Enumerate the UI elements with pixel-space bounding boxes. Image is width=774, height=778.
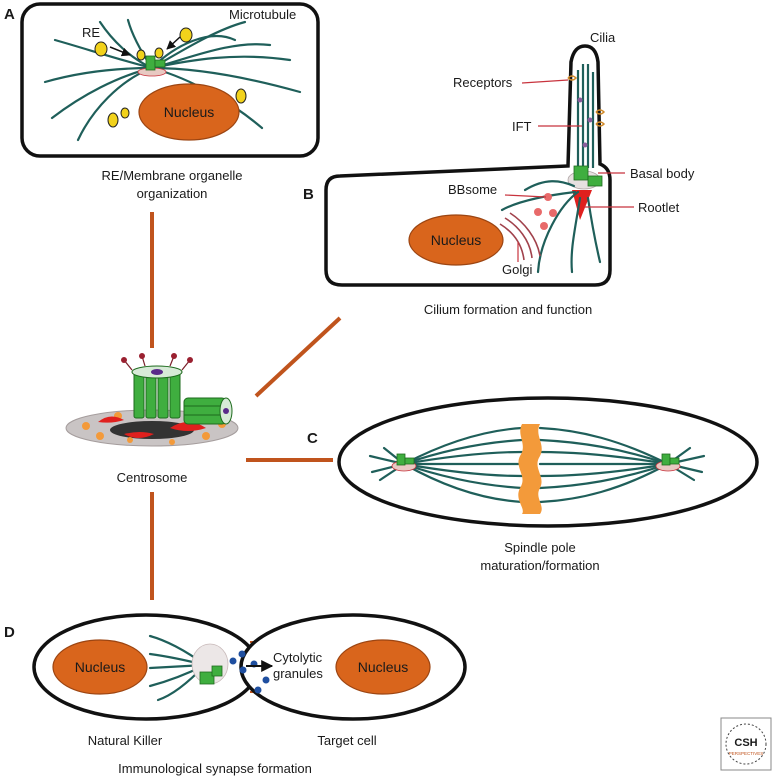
csh-perspectives-logo: CSH PERSPECTIVES	[720, 717, 772, 771]
logo-subtext: PERSPECTIVES	[729, 751, 764, 756]
panel-a-caption-line1: RE/Membrane organelle	[102, 168, 243, 183]
panel-b-cilia-label: Cilia	[590, 30, 616, 45]
panel-b-cell	[324, 44, 612, 287]
panel-b-ift-label: IFT	[512, 119, 532, 134]
panel-b-letter: B	[303, 186, 314, 203]
panel-b-golgi-label: Golgi	[502, 262, 532, 277]
panel-b: B	[303, 30, 695, 317]
panel-b-rootlet	[572, 190, 592, 220]
panel-b-basal-body-label: Basal body	[630, 166, 695, 181]
panel-c: C	[307, 396, 759, 573]
panel-a-centrosome	[137, 55, 167, 77]
panel-a-nucleus-label: Nucleus	[164, 104, 215, 120]
panel-c-cell	[337, 396, 759, 528]
mother-centriole	[121, 353, 193, 419]
panel-a-re-arrow-right	[166, 36, 181, 50]
panel-b-nucleus	[408, 214, 504, 266]
panel-b-golgi	[499, 212, 541, 261]
panel-c-spindle-microtubules	[368, 426, 706, 504]
panel-a-letter: A	[4, 6, 15, 23]
panel-a-nucleus	[138, 83, 240, 141]
panel-c-caption-line2: maturation/formation	[480, 558, 599, 573]
panel-d-target-nucleus	[335, 639, 431, 695]
panel-d-centrosome	[191, 643, 229, 685]
daughter-centriole	[183, 397, 233, 425]
panel-d-target-caption: Target cell	[317, 733, 376, 748]
panel-b-bbsome-leader	[504, 194, 547, 198]
panel-d-nk-nucleus-label: Nucleus	[75, 659, 126, 675]
panel-b-microtubules	[500, 180, 602, 274]
panel-c-chromosomes	[518, 424, 542, 514]
logo-text: CSH	[734, 737, 757, 749]
panel-a-re-vesicles	[94, 27, 247, 128]
panel-b-receptors-leader	[521, 79, 569, 84]
panel-b-receptors-label: Receptors	[453, 75, 513, 90]
panel-a-caption-line2: organization	[137, 186, 208, 201]
panel-a-cell	[20, 2, 320, 158]
panel-a-re-arrow-left	[109, 46, 131, 57]
panel-a-re-label: RE	[82, 25, 100, 40]
panel-a: A Nucleus	[4, 2, 320, 201]
panel-d-caption: Immunological synapse formation	[118, 761, 312, 776]
panel-c-letter: C	[307, 430, 318, 447]
panel-d: D Nucleus Nucleus Cytolytic	[4, 613, 467, 776]
panel-c-right-pole	[655, 453, 681, 472]
panel-c-left-pole	[391, 453, 417, 472]
panel-b-bbsome-label: BBsome	[448, 182, 497, 197]
panel-d-granules-line2: granules	[273, 666, 323, 681]
panel-d-target-nucleus-label: Nucleus	[358, 659, 409, 675]
panel-b-caption: Cilium formation and function	[424, 302, 592, 317]
panel-a-microtubule-label: Microtubule	[229, 7, 296, 22]
centrosome-label: Centrosome	[117, 470, 188, 485]
panel-b-rootlet-label: Rootlet	[638, 200, 680, 215]
panel-b-nucleus-label: Nucleus	[431, 232, 482, 248]
panel-b-basal-body	[567, 165, 603, 190]
centrosome-illustration: Centrosome	[65, 353, 239, 485]
panel-d-nk-nucleus	[52, 639, 148, 695]
panel-d-granules-line1: Cytolytic	[273, 650, 323, 665]
panel-d-nk-caption: Natural Killer	[88, 733, 163, 748]
panel-b-receptors	[567, 75, 606, 127]
panel-c-caption-line1: Spindle pole	[504, 540, 576, 555]
connector-b	[254, 316, 342, 398]
panel-d-letter: D	[4, 624, 15, 641]
connectors	[150, 212, 342, 600]
panel-b-bbsome	[534, 193, 557, 230]
panel-b-axoneme	[576, 64, 595, 168]
